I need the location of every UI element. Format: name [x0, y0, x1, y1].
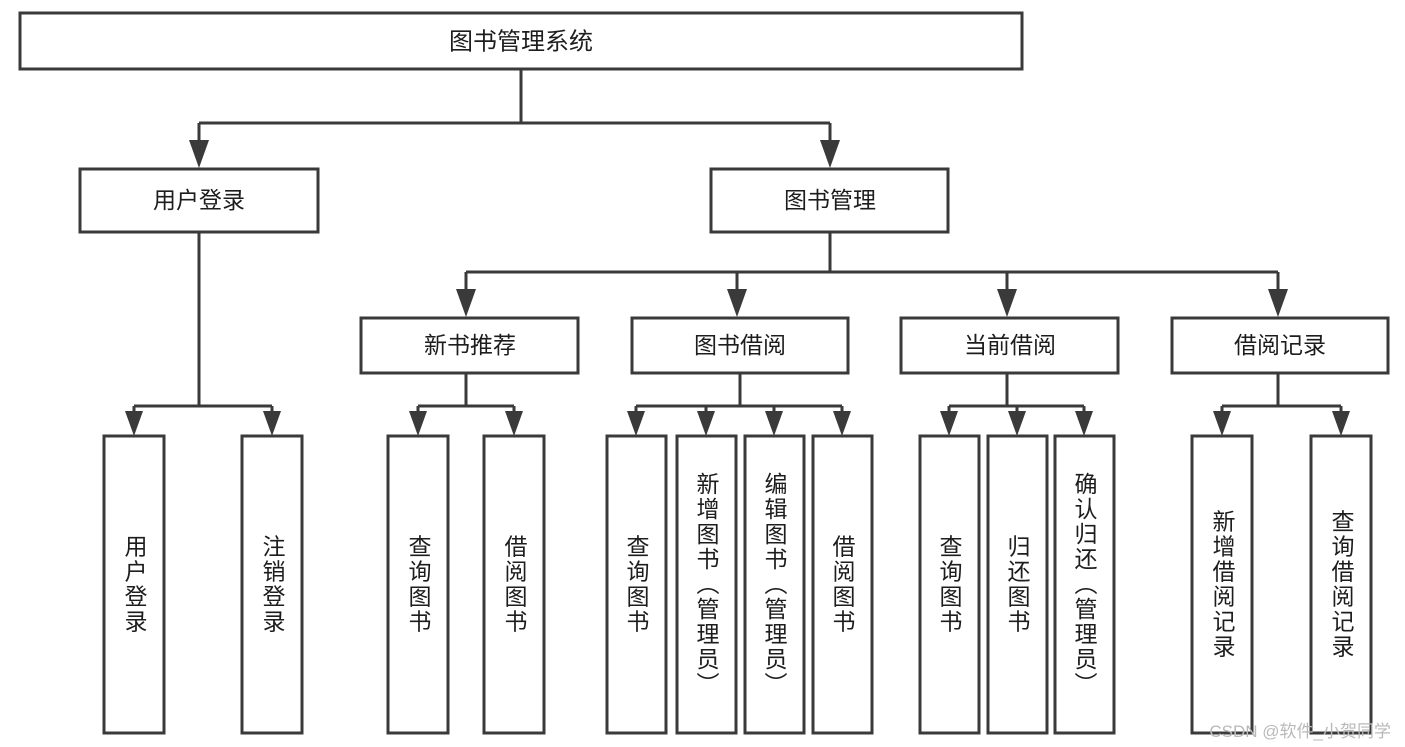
arrow-icon	[125, 411, 143, 436]
node-box[interactable]	[102, 434, 166, 735]
connector-userlogin-to-leaves	[125, 232, 281, 436]
node-box[interactable]	[986, 434, 1049, 735]
arrow-icon	[263, 411, 281, 436]
connector-newbook-to-leaves	[409, 373, 523, 436]
node-user-login[interactable]: 用户登录	[78, 167, 320, 234]
node-book-management[interactable]: 图书管理	[709, 167, 950, 234]
arrow-icon	[997, 289, 1017, 317]
node-label: 当前借阅	[964, 332, 1056, 358]
node-box[interactable]	[630, 316, 850, 375]
node-leaf-query-book-2[interactable]: 查询图书	[605, 434, 668, 735]
node-leaf-return-book[interactable]: 归还图书	[986, 434, 1049, 735]
node-box[interactable]	[899, 316, 1120, 375]
node-label: 归还图书	[1004, 535, 1031, 635]
node-leaf-edit-book-admin[interactable]: 编辑图书（管理员）	[743, 434, 806, 735]
arrow-icon	[1213, 411, 1231, 436]
arrow-icon	[1268, 289, 1288, 317]
arrow-icon	[940, 411, 958, 436]
node-label: 查询借阅记录	[1328, 510, 1355, 660]
node-box[interactable]	[675, 434, 738, 735]
node-label: 查询图书	[936, 535, 963, 635]
node-box[interactable]	[1053, 434, 1116, 735]
node-label: 编辑图书（管理员）	[761, 472, 788, 697]
node-box[interactable]	[1190, 434, 1254, 735]
node-current-borrow[interactable]: 当前借阅	[899, 316, 1120, 375]
arrow-icon	[727, 289, 747, 317]
node-box[interactable]	[386, 434, 450, 735]
node-leaf-query-borrow-record[interactable]: 查询借阅记录	[1309, 434, 1373, 735]
node-book-borrow[interactable]: 图书借阅	[630, 316, 850, 375]
node-leaf-confirm-return-admin[interactable]: 确认归还（管理员）	[1053, 434, 1116, 735]
node-box[interactable]	[743, 434, 806, 735]
node-label: 图书借阅	[694, 332, 786, 358]
node-leaf-borrow-book-1[interactable]: 借阅图书	[482, 434, 546, 735]
node-box[interactable]	[811, 434, 874, 735]
node-box[interactable]	[482, 434, 546, 735]
arrow-icon	[456, 289, 476, 317]
node-root[interactable]: 图书管理系统	[18, 11, 1024, 71]
node-box[interactable]	[1170, 316, 1390, 375]
node-borrow-records[interactable]: 借阅记录	[1170, 316, 1390, 375]
node-box[interactable]	[918, 434, 981, 735]
arrow-icon	[765, 411, 783, 436]
node-box[interactable]	[709, 167, 950, 234]
csdn-watermark: CSDN @软件_小贺同学	[1209, 722, 1391, 741]
node-leaf-user-login[interactable]: 用户登录	[102, 434, 166, 735]
node-leaf-query-book-3[interactable]: 查询图书	[918, 434, 981, 735]
node-label: 查询图书	[405, 535, 432, 635]
connector-bookmgmt-to-level3	[456, 232, 1288, 317]
node-new-book-recommend[interactable]: 新书推荐	[359, 316, 580, 375]
node-leaf-add-borrow-record[interactable]: 新增借阅记录	[1190, 434, 1254, 735]
arrow-icon	[409, 411, 427, 436]
node-label: 用户登录	[121, 535, 148, 635]
node-leaf-query-book-1[interactable]: 查询图书	[386, 434, 450, 735]
node-box[interactable]	[78, 167, 320, 234]
node-box[interactable]	[1309, 434, 1373, 735]
connector-bookborrow-to-leaves	[627, 373, 851, 436]
arrow-icon	[1008, 411, 1026, 436]
node-label: 借阅图书	[829, 535, 856, 635]
node-label: 用户登录	[153, 187, 245, 213]
node-leaf-add-book-admin[interactable]: 新增图书（管理员）	[675, 434, 738, 735]
node-label: 确认归还（管理员）	[1071, 472, 1098, 697]
arrow-icon	[627, 411, 645, 436]
node-label: 查询图书	[623, 535, 650, 635]
node-leaf-borrow-book-2[interactable]: 借阅图书	[811, 434, 874, 735]
node-leaf-logout[interactable]: 注销登录	[240, 434, 304, 735]
connector-currentborrow-to-leaves	[940, 373, 1093, 436]
node-label: 注销登录	[259, 535, 286, 635]
node-label: 新增图书（管理员）	[693, 472, 720, 697]
node-box[interactable]	[359, 316, 580, 375]
arrow-icon	[820, 140, 840, 168]
connector-borrowrecords-to-leaves	[1213, 373, 1350, 436]
node-label: 图书管理系统	[449, 28, 593, 55]
arrow-icon	[833, 411, 851, 436]
node-box[interactable]	[18, 11, 1024, 71]
node-label: 新书推荐	[424, 332, 516, 358]
node-label: 借阅记录	[1234, 332, 1326, 358]
node-box[interactable]	[240, 434, 304, 735]
arrow-icon	[189, 140, 209, 168]
node-label: 借阅图书	[501, 535, 528, 635]
arrow-icon	[505, 411, 523, 436]
arrow-icon	[697, 411, 715, 436]
connector-root-to-level2	[189, 69, 840, 168]
arrow-icon	[1332, 411, 1350, 436]
node-box[interactable]	[605, 434, 668, 735]
node-label: 图书管理	[784, 187, 876, 213]
node-label: 新增借阅记录	[1209, 510, 1236, 660]
arrow-icon	[1075, 411, 1093, 436]
